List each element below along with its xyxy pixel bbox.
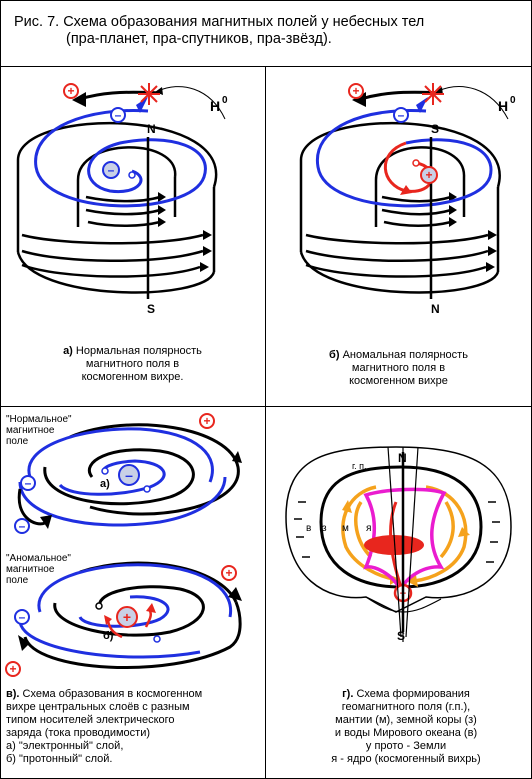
panel-b-caption-line3: космогенном вихре: [349, 375, 448, 387]
axis-top-label: S: [431, 122, 439, 136]
svg-text:+: +: [225, 566, 232, 580]
panel-d-caption-line5: у прото - Земли: [365, 740, 447, 752]
figure-title: Рис. 7. Схема образования магнитных поле…: [14, 14, 514, 48]
gp-label: г. п.: [352, 461, 367, 471]
panel-d-caption: г). Схема формирования геомагнитного пол…: [286, 688, 526, 766]
axis-bottom-label: N: [431, 302, 440, 316]
svg-text:–: –: [19, 519, 26, 533]
panel-c-diagram: – + – – а) + + – + б): [5, 413, 242, 677]
panel-c-caption-line2: вихре центральных слоёв с разным: [6, 701, 190, 713]
normal-label-3: поле: [6, 436, 29, 447]
panel-a-caption-letter: а): [63, 345, 73, 357]
panel-d-caption-line6: я - ядро (космогенный вихрь): [331, 753, 481, 765]
svg-text:–: –: [25, 476, 32, 490]
axis-s-label: S: [397, 629, 405, 643]
panel-c-caption-line5: а) "электронный" слой,: [6, 740, 124, 752]
panel-b-diagram: + – + S N H 0: [299, 83, 516, 316]
title-line-1: Рис. 7. Схема образования магнитных поле…: [14, 14, 425, 30]
anomal-label-2: магнитное: [6, 564, 55, 575]
panel-b-caption: б) Аномальная полярность магнитного поля…: [286, 349, 511, 388]
panel-b-caption-line1: Аномальная полярность: [342, 349, 468, 361]
normal-field-label: "Нормальное" магнитное поле: [6, 414, 72, 447]
panel-d-caption-line1: Схема формирования: [356, 688, 470, 700]
svg-text:–: –: [115, 108, 122, 122]
svg-text:+: +: [67, 84, 74, 98]
svg-text:+: +: [203, 414, 210, 428]
h0-sup: 0: [510, 95, 516, 106]
anomal-label-3: поле: [6, 575, 29, 586]
svg-text:+: +: [352, 84, 359, 98]
h0-label: H: [210, 98, 220, 114]
panel-d-caption-line2: геомагнитного поля (г.п.),: [341, 701, 471, 713]
core-ya-label: я: [366, 523, 371, 534]
svg-text:+: +: [425, 168, 432, 182]
panel-a-caption: а) Нормальная полярность магнитного поля…: [20, 345, 245, 384]
panel-b-caption-line2: магнитного поля в: [351, 362, 446, 374]
panel-a-caption-line3: космогенном вихре.: [81, 371, 184, 383]
grid-line-vertical: [265, 66, 266, 778]
layer-z-label: з: [322, 523, 327, 534]
panel-d-caption-line3: мантии (м), земной коры (з): [335, 714, 477, 726]
h0-label: H: [498, 98, 508, 114]
panel-c-caption-line4: заряда (тока проводимости): [6, 727, 151, 739]
panel-c-caption-letter: в).: [6, 688, 20, 700]
layer-m-label: м: [342, 523, 349, 534]
axis-s-label: S: [147, 302, 155, 316]
inner-label-a: а): [100, 478, 110, 490]
svg-text:–: –: [398, 108, 405, 122]
svg-text:–: –: [19, 610, 26, 624]
panel-c-caption: в). Схема образования в космогенном вихр…: [6, 688, 261, 766]
normal-label-1: "Нормальное": [6, 414, 72, 425]
panel-a-caption-line1: Нормальная полярность: [75, 345, 202, 357]
panel-b-caption-letter: б): [329, 349, 340, 361]
normal-label-2: магнитное: [6, 425, 55, 436]
axis-n-label: N: [147, 122, 156, 136]
panel-c-caption-line6: б) "протонный" слой.: [6, 753, 113, 765]
svg-text:+: +: [123, 609, 131, 625]
panel-a-caption-line2: магнитного поля в: [85, 358, 180, 370]
inner-label-b: б): [103, 630, 114, 642]
grid-line-middle: [0, 406, 532, 407]
layer-v-label: в: [306, 523, 311, 534]
anomal-field-label: "Аномальное" магнитное поле: [6, 553, 71, 586]
title-line-2: (пра-планет, пра-спутников, пра-звёзд).: [66, 31, 332, 47]
panel-c-caption-line3: типом носителей электрического: [6, 714, 175, 726]
panel-a-diagram: + – – N S H 0: [16, 83, 228, 316]
svg-text:–: –: [125, 467, 133, 483]
svg-text:+: +: [9, 662, 16, 676]
panel-d-caption-letter: г).: [342, 688, 354, 700]
panel-c-caption-line1: Схема образования в космогенном: [22, 688, 203, 700]
h0-sup: 0: [222, 95, 228, 106]
grid-line-top: [0, 66, 532, 67]
panel-d-diagram: + N S г. п. в з м я: [285, 446, 512, 643]
svg-text:–: –: [108, 163, 115, 177]
panel-d-caption-line4: и воды Мирового океана (в): [334, 727, 478, 739]
anomal-label-1: "Аномальное": [6, 553, 71, 564]
axis-n-label: N: [398, 451, 407, 465]
